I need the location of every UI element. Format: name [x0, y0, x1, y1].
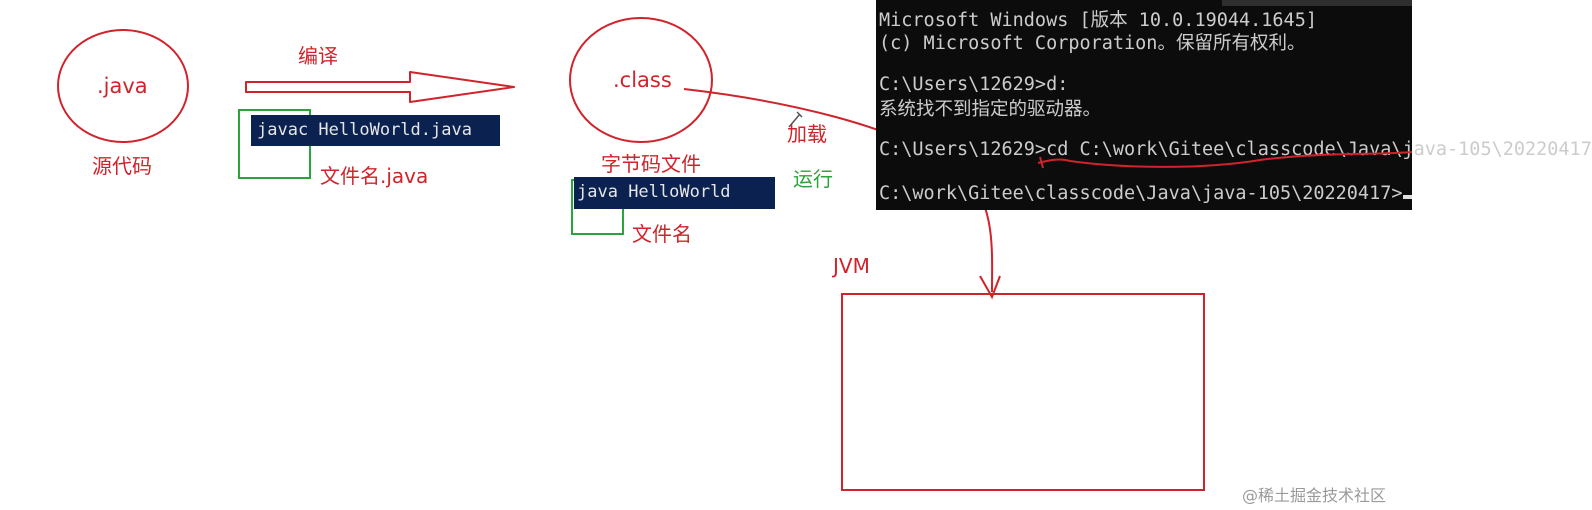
compile-arrow — [245, 71, 515, 103]
load-arrow-head — [979, 275, 1001, 300]
jvm-label: JVM — [833, 254, 870, 278]
java-command: java HelloWorld — [574, 177, 775, 209]
javac-argument: HelloWorld.java — [308, 120, 472, 140]
javac-program: javac — [257, 120, 309, 140]
terminal-cursor — [1403, 195, 1413, 199]
jvm-box — [841, 293, 1205, 491]
compile-label: 编译 — [298, 44, 338, 68]
terminal-line-4: C:\Users\12629>d: — [879, 74, 1069, 95]
source-circle-label: .java — [97, 74, 148, 98]
site-watermark: @稀土掘金技术社区 — [1242, 486, 1387, 505]
terminal-line-9: C:\work\Gitee\classcode\Java\java-105\20… — [879, 183, 1403, 204]
java-filename-hint: 文件名 — [632, 222, 692, 246]
terminal-window: Microsoft Windows [版本 10.0.19044.1645] (… — [876, 0, 1592, 210]
bytecode-circle — [569, 17, 713, 143]
javac-command: javac HelloWorld.java — [251, 115, 500, 146]
bytecode-caption: 字节码文件 — [601, 152, 701, 176]
java-program: java — [577, 182, 618, 202]
terminal-line-7: C:\Users\12629>cd C:\work\Gitee\classcod… — [879, 139, 1592, 160]
terminal-line-5: 系统找不到指定的驱动器。 — [879, 99, 1102, 120]
source-caption: 源代码 — [92, 154, 152, 178]
window-top-strip — [1222, 0, 1412, 6]
bytecode-circle-label: .class — [613, 68, 672, 92]
terminal-line-2: (c) Microsoft Corporation。保留所有权利。 — [879, 33, 1306, 54]
javac-filename-hint: 文件名.java — [320, 164, 429, 188]
source-circle — [57, 29, 189, 143]
terminal-line-1: Microsoft Windows [版本 10.0.19044.1645] — [879, 10, 1317, 31]
run-label: 运行 — [793, 167, 833, 191]
java-argument: HelloWorld — [617, 182, 731, 202]
pen-icon — [788, 111, 803, 128]
terminal-prompt-line: C:\work\Gitee\classcode\Java\java-105\20… — [879, 183, 1413, 204]
load-label: 加载 — [787, 122, 827, 146]
